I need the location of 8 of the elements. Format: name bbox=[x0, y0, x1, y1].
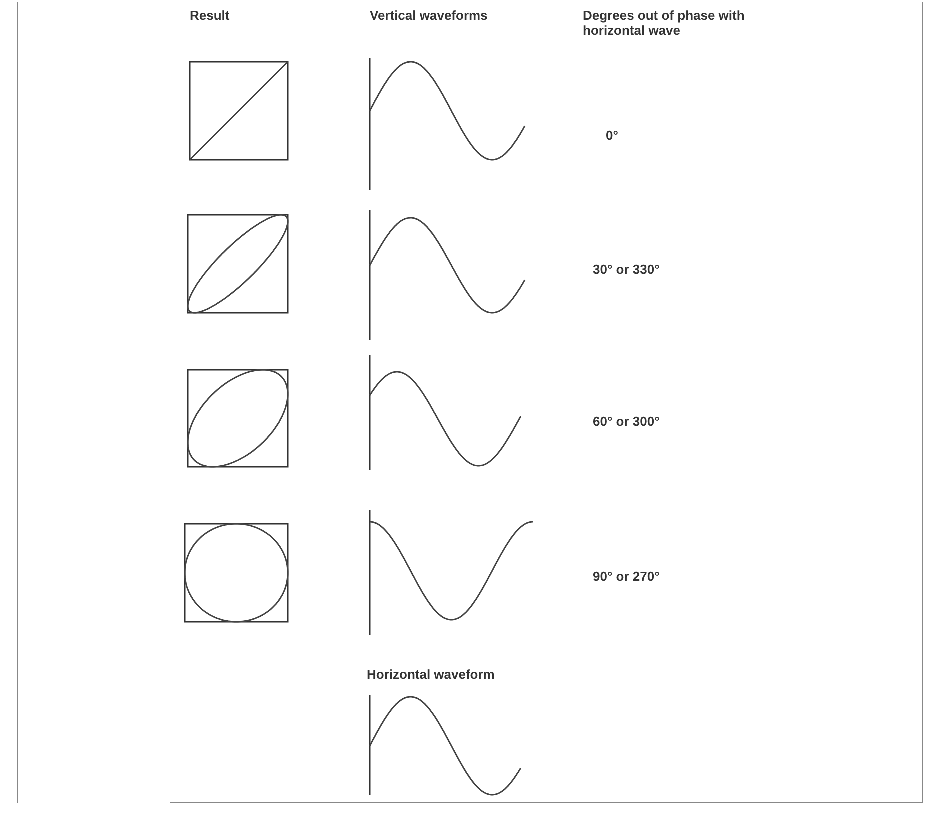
phase-value: 30° or 330° bbox=[593, 262, 660, 277]
column-heading: Vertical waveforms bbox=[370, 8, 488, 23]
column-heading: Result bbox=[190, 8, 230, 23]
phase-value: 0° bbox=[606, 128, 618, 143]
phase-value: 90° or 270° bbox=[593, 569, 660, 584]
phase-value: 60° or 300° bbox=[593, 414, 660, 429]
column-heading: Degrees out of phase with horizontal wave bbox=[583, 8, 746, 38]
waveform-caption: Horizontal waveform bbox=[367, 667, 495, 682]
